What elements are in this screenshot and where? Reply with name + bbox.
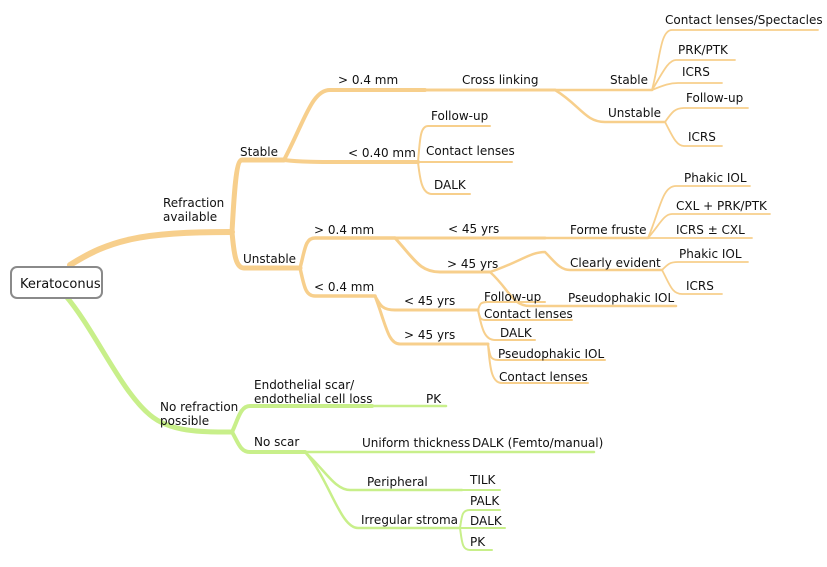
ult04-lt45-label: < 45 yrs xyxy=(404,294,455,308)
ff-phakic-label: Phakic IOL xyxy=(684,171,747,185)
edge-gt45-clearly xyxy=(488,250,664,274)
cls-icrs-label: ICRS xyxy=(682,65,710,79)
irr-dalk-label: DALK xyxy=(470,514,503,528)
stable-gt04-label: > 0.4 mm xyxy=(338,73,398,87)
edge-root-norefraction xyxy=(62,292,235,435)
unstable-lt04-label: < 0.4 mm xyxy=(314,280,374,294)
cl-stable-label: Stable xyxy=(610,73,648,87)
clu-followup-label: Follow-up xyxy=(686,91,743,105)
ff-icrs-label: ICRS ± CXL xyxy=(676,223,745,237)
edge-ul45-dalk xyxy=(477,309,536,341)
edge-cls-icrs xyxy=(651,82,723,91)
edge-irr-palk xyxy=(459,509,501,529)
edge-ff-phakic xyxy=(647,185,751,239)
edge-clu-icrs xyxy=(664,121,723,147)
ug45-pseudo-label: Pseudophakic IOL xyxy=(498,347,604,361)
no-refraction-line1: No refraction xyxy=(160,400,238,414)
edge-unstable-lt04 xyxy=(298,266,377,298)
clearly-evident-label: Clearly evident xyxy=(570,256,661,270)
ul45-dalk-label: DALK xyxy=(500,326,533,340)
scar-pk-label: PK xyxy=(426,392,442,406)
ult04-gt45-label: > 45 yrs xyxy=(404,328,455,342)
unstable-label: Unstable xyxy=(243,252,296,266)
ff-cxl-label: CXL + PRK/PTK xyxy=(676,199,768,213)
cls-contact-label: Contact lenses/Spectacles xyxy=(665,13,823,27)
no-refraction-branches xyxy=(62,292,596,551)
ce-icrs-label: ICRS xyxy=(686,279,714,293)
stable-lt040-label: < 0.40 mm xyxy=(348,146,416,160)
ul45-followup-label: Follow-up xyxy=(484,290,541,304)
edge-noscar-irregular xyxy=(303,450,462,530)
edge-ff-cxl xyxy=(647,213,771,239)
scar-line2: endothelial cell loss xyxy=(254,392,372,406)
irregular-stroma-label: Irregular stroma xyxy=(361,513,458,527)
ul45-contact-label: Contact lenses xyxy=(484,307,573,321)
edge-gt45-pseudo xyxy=(488,270,678,308)
edge-ugt04-gt45 xyxy=(393,236,492,274)
stable-label: Stable xyxy=(240,145,278,159)
root-box xyxy=(10,266,103,299)
pseudophakic-iol-label: Pseudophakic IOL xyxy=(568,291,674,305)
edge-clu-followup xyxy=(664,107,749,123)
uniform-dalk-label: DALK (Femto/manual) xyxy=(472,436,603,450)
edge-cls-prk xyxy=(651,59,736,91)
edge-root-refraction xyxy=(67,229,235,268)
lt040-contact-label: Contact lenses xyxy=(426,144,515,158)
edge-ul45-followup xyxy=(477,301,546,311)
clu-icrs-label: ICRS xyxy=(688,130,716,144)
edge-stable-gt04 xyxy=(282,88,427,162)
edge-cls-contact xyxy=(651,29,819,91)
edge-nr-noscar xyxy=(230,430,307,454)
edge-ug45-contact xyxy=(487,343,589,384)
edge-lt040-dalk xyxy=(417,161,471,195)
forme-fruste-label: Forme fruste xyxy=(570,223,647,237)
uniform-thickness-label: Uniform thickness xyxy=(362,436,470,450)
edge-unstable-gt04 xyxy=(298,236,397,270)
peripheral-tilk-label: TILK xyxy=(469,473,497,487)
edge-ce-phakic xyxy=(661,261,749,271)
refraction-label-line2: available xyxy=(163,210,217,224)
edge-nr-scar xyxy=(230,404,374,434)
edge-refraction-unstable xyxy=(229,229,303,271)
no-refraction-line2: possible xyxy=(160,414,209,428)
lt040-dalk-label: DALK xyxy=(434,178,467,192)
edge-ult04-gt45 xyxy=(373,294,490,346)
edge-lt040-followup xyxy=(417,125,491,163)
refraction-label-line1: Refraction xyxy=(163,196,224,210)
unstable-gt04-label: > 0.4 mm xyxy=(314,223,374,237)
ug45-contact-label: Contact lenses xyxy=(499,370,588,384)
cls-prk-label: PRK/PTK xyxy=(678,43,729,57)
lt040-followup-label: Follow-up xyxy=(431,109,488,123)
unstable-lt45-label: < 45 yrs xyxy=(448,222,499,236)
scar-label: Endothelial scar/endothelial cell loss xyxy=(254,378,372,406)
edge-refraction-stable xyxy=(229,157,287,235)
unstable-gt45-label: > 45 yrs xyxy=(447,257,498,271)
no-scar-label: No scar xyxy=(254,435,299,449)
root-label: Keratoconus xyxy=(20,277,101,292)
irr-palk-label: PALK xyxy=(470,494,500,508)
edge-cl-unstable xyxy=(553,88,667,124)
scar-line1: Endothelial scar/ xyxy=(254,378,355,392)
edge-stable-lt040 xyxy=(282,158,420,164)
peripheral-label: Peripheral xyxy=(367,475,428,489)
refraction-branches xyxy=(67,29,819,384)
irr-pk-label: PK xyxy=(470,535,486,549)
cross-linking-label: Cross linking xyxy=(462,73,539,87)
ce-phakic-label: Phakic IOL xyxy=(679,247,742,261)
cl-unstable-label: Unstable xyxy=(608,106,661,120)
root-node: Keratoconus xyxy=(10,266,103,299)
edge-ce-icrs xyxy=(661,269,723,295)
edge-irr-pk xyxy=(459,527,493,551)
